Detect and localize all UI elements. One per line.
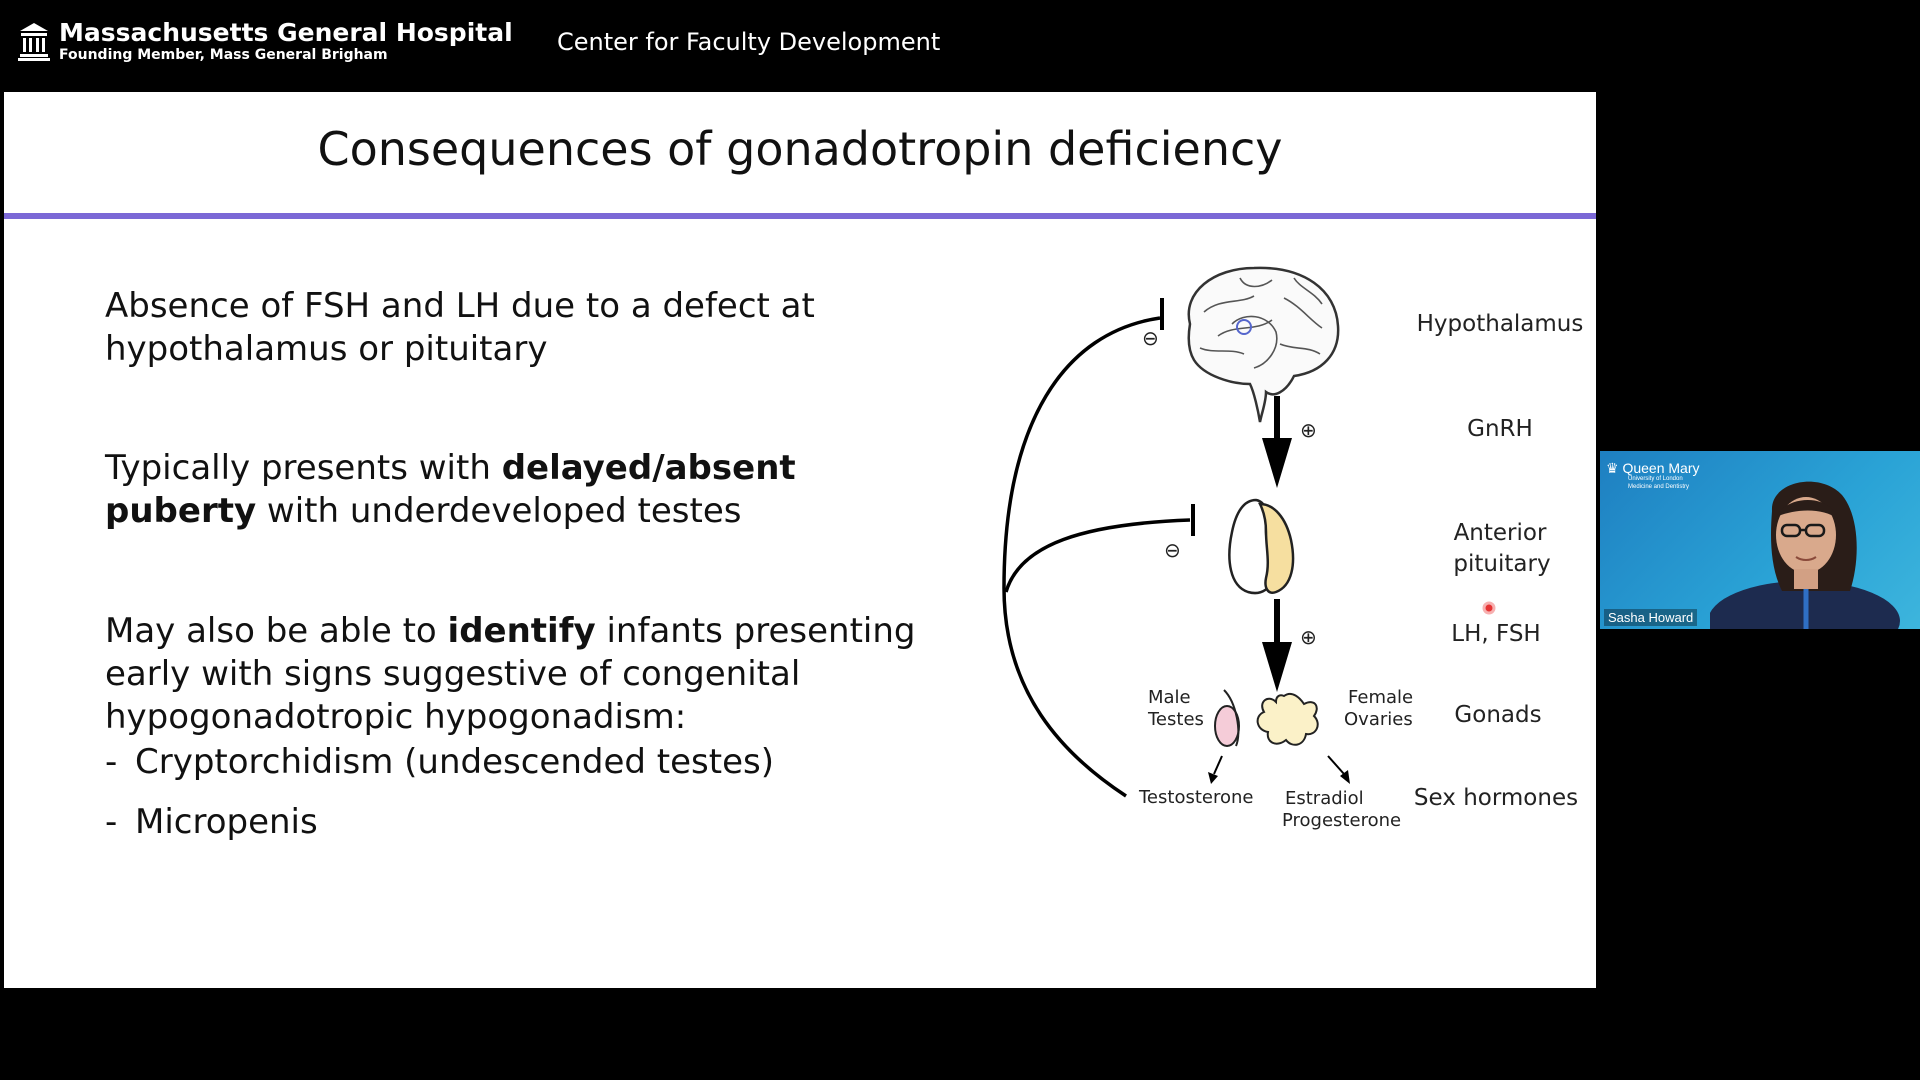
minus-symbol: ⊖ [1142,326,1159,350]
paragraph-2-bold: delayed/absent puberty [105,448,796,531]
hpg-axis-diagram: ⊕ ⊕ ⊖ ⊖ Ma [1002,266,1584,831]
brand-name: Massachusetts General Hospital [59,18,513,47]
brand: Massachusetts General Hospital Founding … [18,20,513,62]
laser-pointer-dot [1482,601,1496,615]
plus-symbol: ⊕ [1300,418,1317,442]
paragraph-1: Absence of FSH and LH due to a defect at… [105,286,815,369]
paragraph-3-prefix: May also be able to [105,611,448,651]
building-logo-icon [18,23,50,61]
down-arrow-icon [1262,599,1292,692]
male-label: Male [1148,687,1191,708]
testes-label: Testes [1147,709,1204,730]
paragraph-2: Typically presents with delayed/absent p… [105,447,925,533]
anterior-label: Anterior [1454,520,1547,546]
plus-symbol: ⊕ [1300,625,1317,649]
minus-symbol: ⊖ [1164,538,1181,562]
brain-icon [1187,266,1340,423]
logo-main-text: Queen Mary [1622,460,1700,476]
gonads-label: Gonads [1454,702,1541,728]
female-label: Female [1348,687,1413,708]
university-logo: ♛ Queen Mary University of London Medici… [1606,461,1700,491]
testosterone-label: Testosterone [1138,787,1253,808]
ovaries-label: Ovaries [1344,709,1413,730]
negative-feedback-curve-pituitary [1004,518,1191,593]
center-name: Center for Faculty Development [557,28,941,56]
top-header: Massachusetts General Hospital Founding … [0,0,1920,92]
list-item-text: Cryptorchidism (undescended testes) [135,742,774,782]
paragraph-3-suffix: infants presenting early with signs sugg… [105,611,916,737]
progesterone-label: Progesterone [1282,810,1401,831]
paragraph-2-suffix: with underdeveloped testes [256,491,742,531]
sex-hormones-label: Sex hormones [1414,785,1578,811]
hypothalamus-label: Hypothalamus [1417,311,1584,337]
list-item-text: Micropenis [135,802,318,842]
participant-video-tile[interactable]: ♛ Queen Mary University of London Medici… [1600,451,1920,629]
gnrh-label: GnRH [1467,416,1533,442]
crown-icon: ♛ [1606,460,1619,476]
lh-fsh-label: LH, FSH [1451,621,1540,647]
participant-avatar [1710,481,1900,629]
estradiol-label: Estradiol [1285,788,1364,809]
participant-name: Sasha Howard [1604,609,1698,626]
title-divider [4,213,1596,219]
list-item: -Cryptorchidism (undescended testes) [105,742,774,782]
negative-feedback-curve-hypothalamus [1002,316,1161,798]
pituitary-label: pituitary [1453,551,1550,577]
down-arrow-icon [1262,396,1292,488]
list-item: -Micropenis [105,802,318,842]
pituitary-icon [1228,498,1295,595]
ovary-icon [1256,692,1319,746]
small-arrow-icon [1208,755,1223,784]
logo-subtitle-1: University of London [1628,476,1683,482]
small-arrow-icon [1327,755,1350,784]
presentation-slide: Consequences of gonadotropin deficiency … [4,92,1596,988]
testis-icon [1214,689,1240,747]
logo-subtitle-2: Medicine and Dentistry [1628,484,1690,490]
slide-title: Consequences of gonadotropin deficiency [317,122,1283,176]
paragraph-3: May also be able to identify infants pre… [105,610,925,739]
brand-subtitle: Founding Member, Mass General Brigham [59,47,388,63]
paragraph-3-bold: identify [447,611,596,651]
paragraph-2-prefix: Typically presents with [105,448,502,488]
